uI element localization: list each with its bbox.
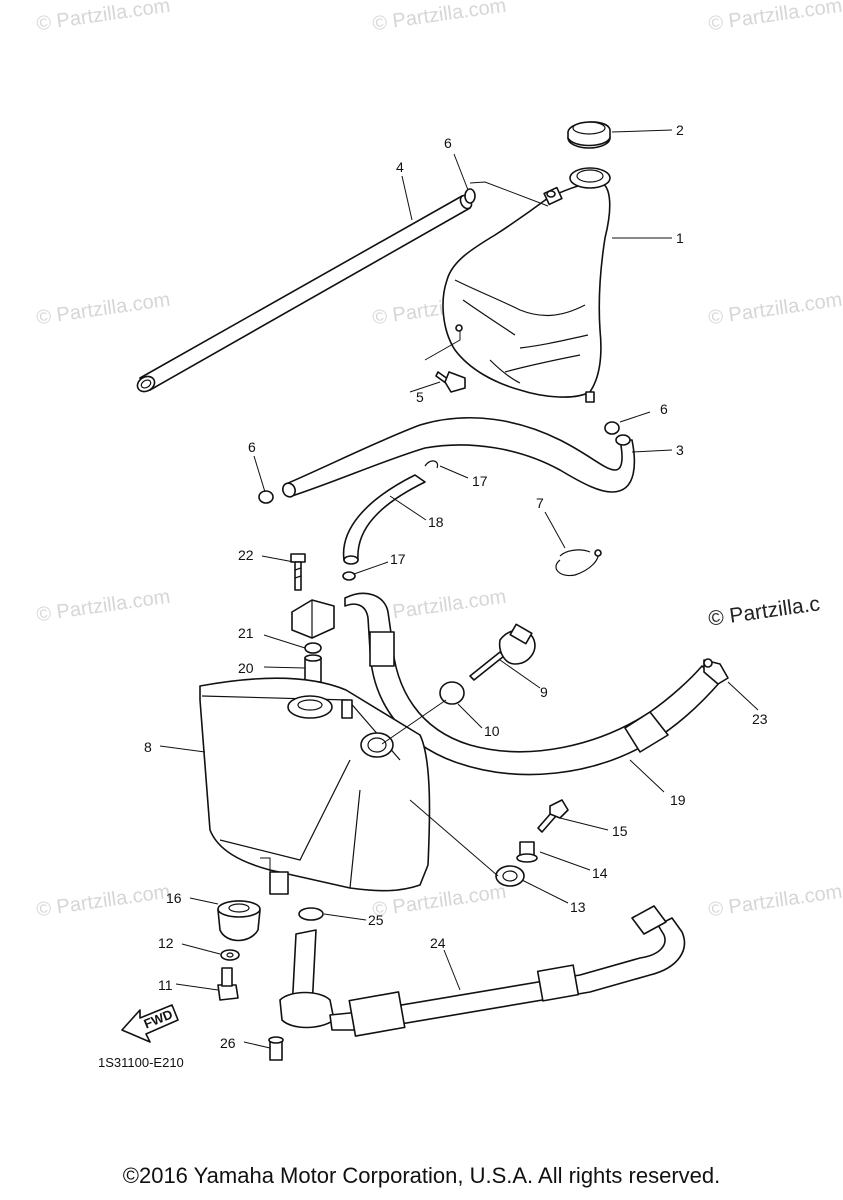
- part-9-dipstick: [469, 623, 536, 681]
- part-8-oil-tank: [199, 677, 431, 895]
- part-13-grommet: [495, 865, 525, 887]
- callout-5: 5: [416, 389, 424, 405]
- hose-bracket: [291, 599, 335, 639]
- callout-4: 4: [396, 159, 404, 175]
- diagram-code: 1S31100-E210: [98, 1055, 184, 1070]
- part-6-clip: [258, 490, 274, 504]
- callout-10: 10: [484, 723, 500, 739]
- callout-3: 3: [676, 442, 684, 458]
- callout-20: 20: [238, 660, 254, 676]
- callout-labels: 1 2 3 4 5 6 6 6 7 8 9 10 11 12 13 14 15 …: [144, 122, 768, 1051]
- part-25-o-ring: [298, 907, 324, 921]
- callout-11: 11: [158, 977, 173, 993]
- callout-18: 18: [428, 514, 444, 530]
- callout-9: 9: [540, 684, 548, 700]
- part-11-drain-bolt: [217, 967, 239, 1001]
- part-3-bent-hose: [282, 417, 636, 498]
- part-4-breather-hose: [136, 194, 473, 393]
- callout-6: 6: [660, 401, 668, 417]
- callout-26: 26: [220, 1035, 236, 1051]
- part-5-bolt: [435, 371, 466, 393]
- part-18-hose: [342, 474, 426, 565]
- part-15-bolt: [537, 799, 569, 833]
- part-22-bolt: [290, 553, 306, 591]
- callout-17: 17: [390, 551, 406, 567]
- callout-19: 19: [670, 792, 686, 808]
- part-6-clip: [464, 188, 476, 204]
- fwd-arrow-icon: FWD: [121, 1004, 179, 1043]
- part-7-band-clamp: [555, 549, 602, 577]
- part-12-washer: [220, 949, 240, 961]
- leader-lines: [159, 129, 759, 1049]
- callout-12: 12: [158, 935, 174, 951]
- callout-16: 16: [166, 890, 182, 906]
- part-20-collar: [304, 654, 322, 683]
- callout-6: 6: [248, 439, 256, 455]
- callout-21: 21: [238, 625, 254, 641]
- part-16-strainer-cap: [217, 900, 261, 942]
- part-1-reservoir-tank: [442, 167, 611, 403]
- callout-1: 1: [676, 230, 684, 246]
- part-21-o-ring: [304, 642, 322, 654]
- part-24-oil-delivery-pipe: [279, 905, 686, 1037]
- part-17-clip: [424, 460, 439, 469]
- part-10-o-ring: [439, 681, 465, 705]
- callout-7: 7: [536, 495, 544, 511]
- copyright-notice: ©2016 Yamaha Motor Corporation, U.S.A. A…: [122, 1163, 721, 1188]
- callout-15: 15: [612, 823, 628, 839]
- callout-22: 22: [238, 547, 254, 563]
- part-14-collar: [516, 841, 538, 863]
- callout-14: 14: [592, 865, 608, 881]
- part-17-clip: [342, 571, 356, 581]
- part-2-cap: [567, 121, 611, 149]
- callout-2: 2: [676, 122, 684, 138]
- callout-24: 24: [430, 935, 446, 951]
- part-26-screw: [268, 1036, 284, 1061]
- part-23-hose-clamp: [703, 658, 729, 685]
- callout-25: 25: [368, 912, 384, 928]
- callout-23: 23: [752, 711, 768, 727]
- part-6-clip: [604, 421, 620, 435]
- callout-8: 8: [144, 739, 152, 755]
- callout-6: 6: [444, 135, 452, 151]
- callout-13: 13: [570, 899, 586, 915]
- callout-17: 17: [472, 473, 488, 489]
